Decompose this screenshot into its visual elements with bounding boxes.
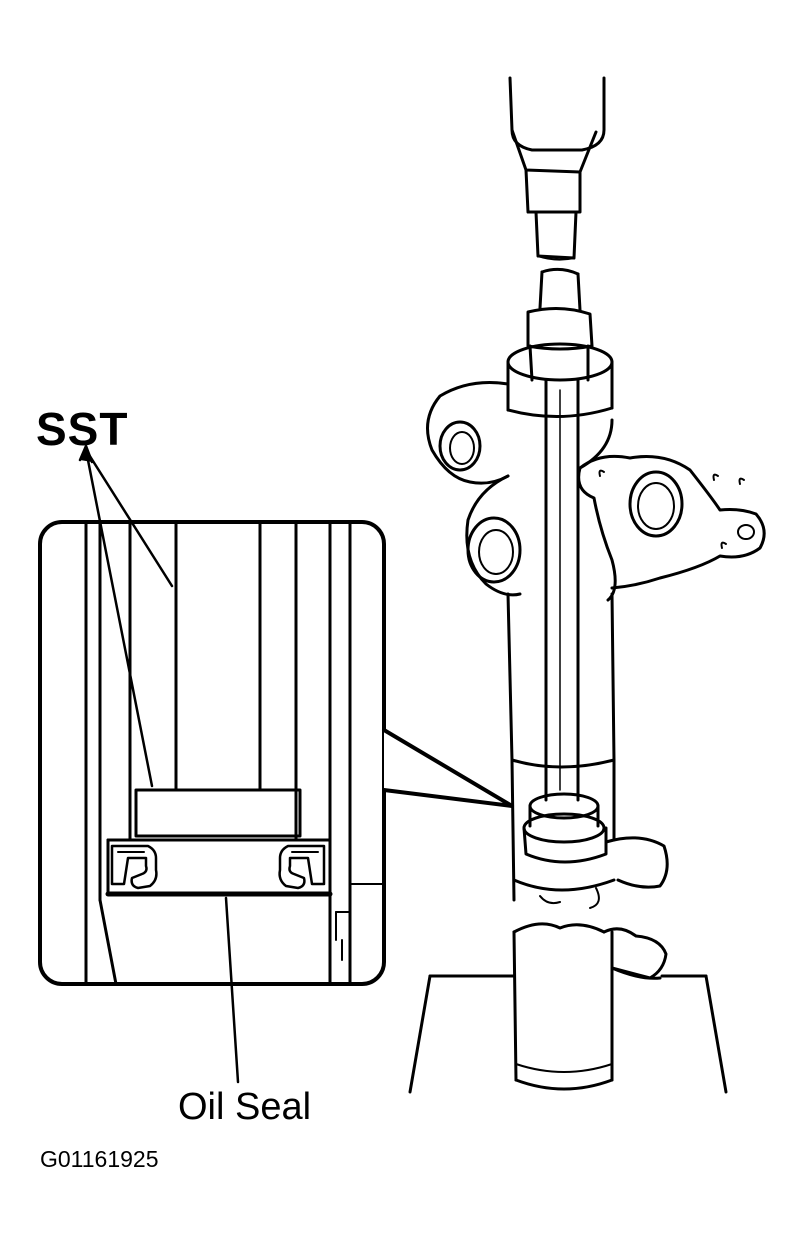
oil-seal-label: Oil Seal bbox=[178, 1086, 312, 1128]
press-tool-sst bbox=[508, 76, 606, 261]
steering-gear-housing bbox=[426, 342, 766, 909]
holding-fixture bbox=[408, 922, 728, 1094]
sst-label: SST bbox=[36, 403, 129, 455]
detail-inset bbox=[38, 520, 386, 986]
detail-callout-pointer bbox=[382, 728, 514, 808]
pinion-shaft bbox=[526, 267, 594, 802]
leader-lines bbox=[78, 444, 240, 1084]
figure-code: G01161925 bbox=[40, 1146, 159, 1172]
